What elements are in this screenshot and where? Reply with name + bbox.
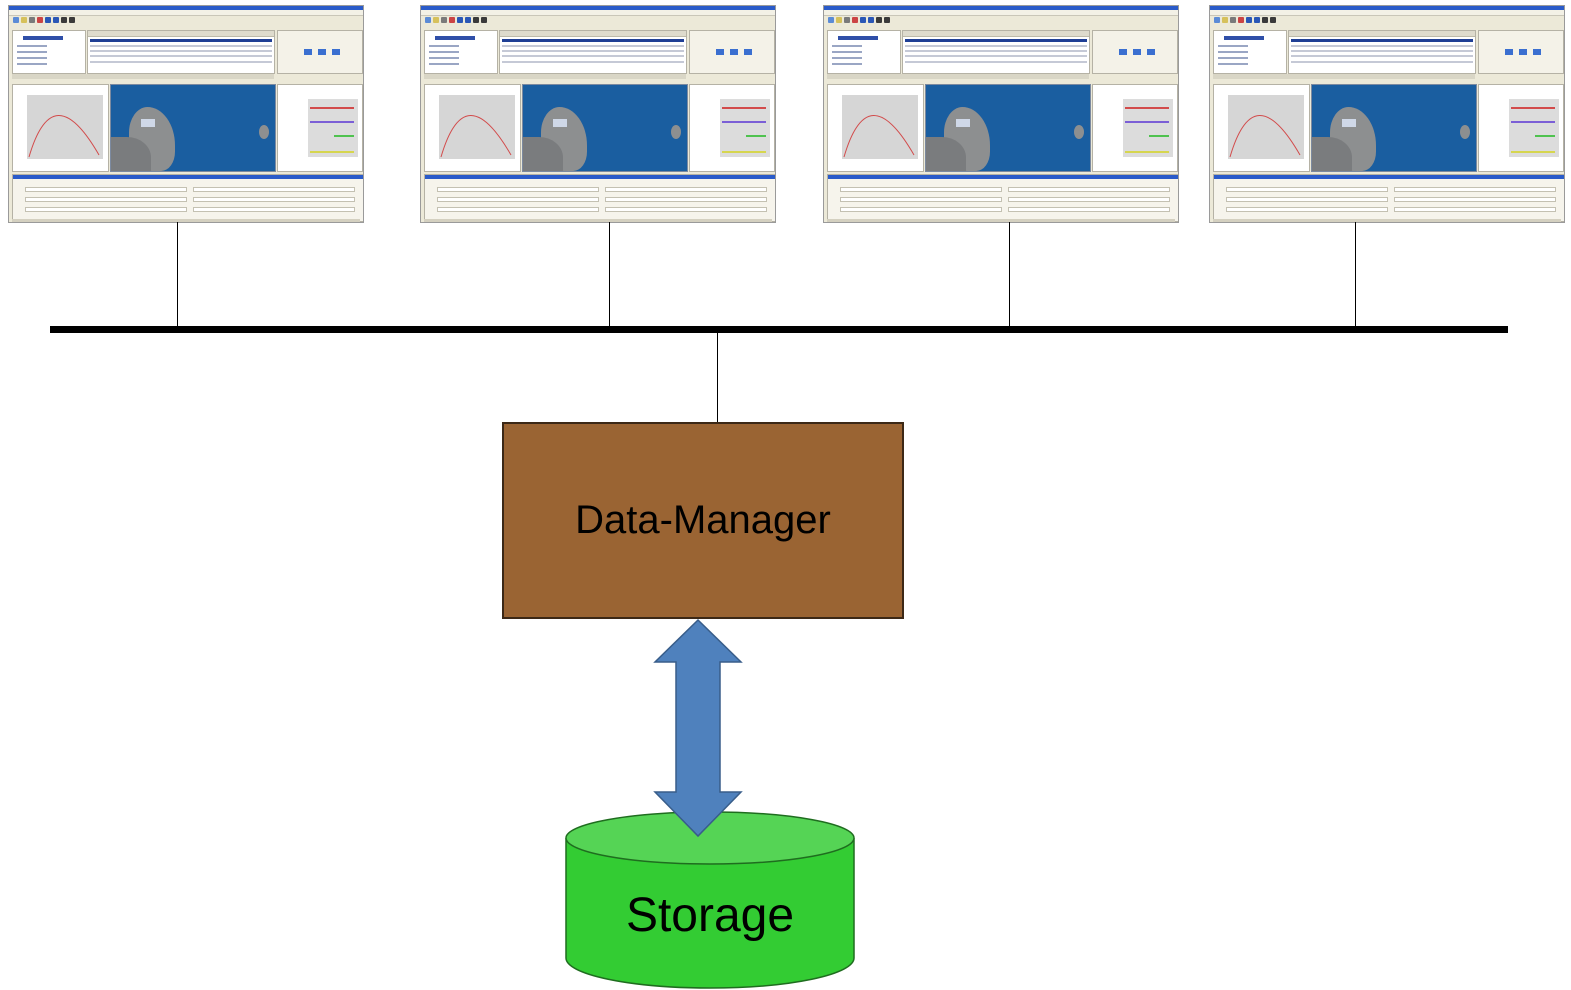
client-screenshot-4: [1209, 5, 1565, 223]
data-manager-node: Data-Manager: [502, 422, 904, 619]
client-screenshot-2: [420, 5, 776, 223]
client-screenshot-3: [823, 5, 1179, 223]
client-screenshot-1: [8, 5, 364, 223]
connector-client-2: [609, 222, 610, 328]
connector-data-manager: [717, 332, 718, 423]
connector-client-4: [1355, 222, 1356, 328]
connector-client-3: [1009, 222, 1010, 328]
storage-label: Storage: [625, 888, 795, 942]
network-bus: [50, 326, 1508, 333]
data-manager-label: Data-Manager: [575, 498, 831, 542]
connector-client-1: [177, 222, 178, 328]
double-arrow: [653, 618, 743, 838]
